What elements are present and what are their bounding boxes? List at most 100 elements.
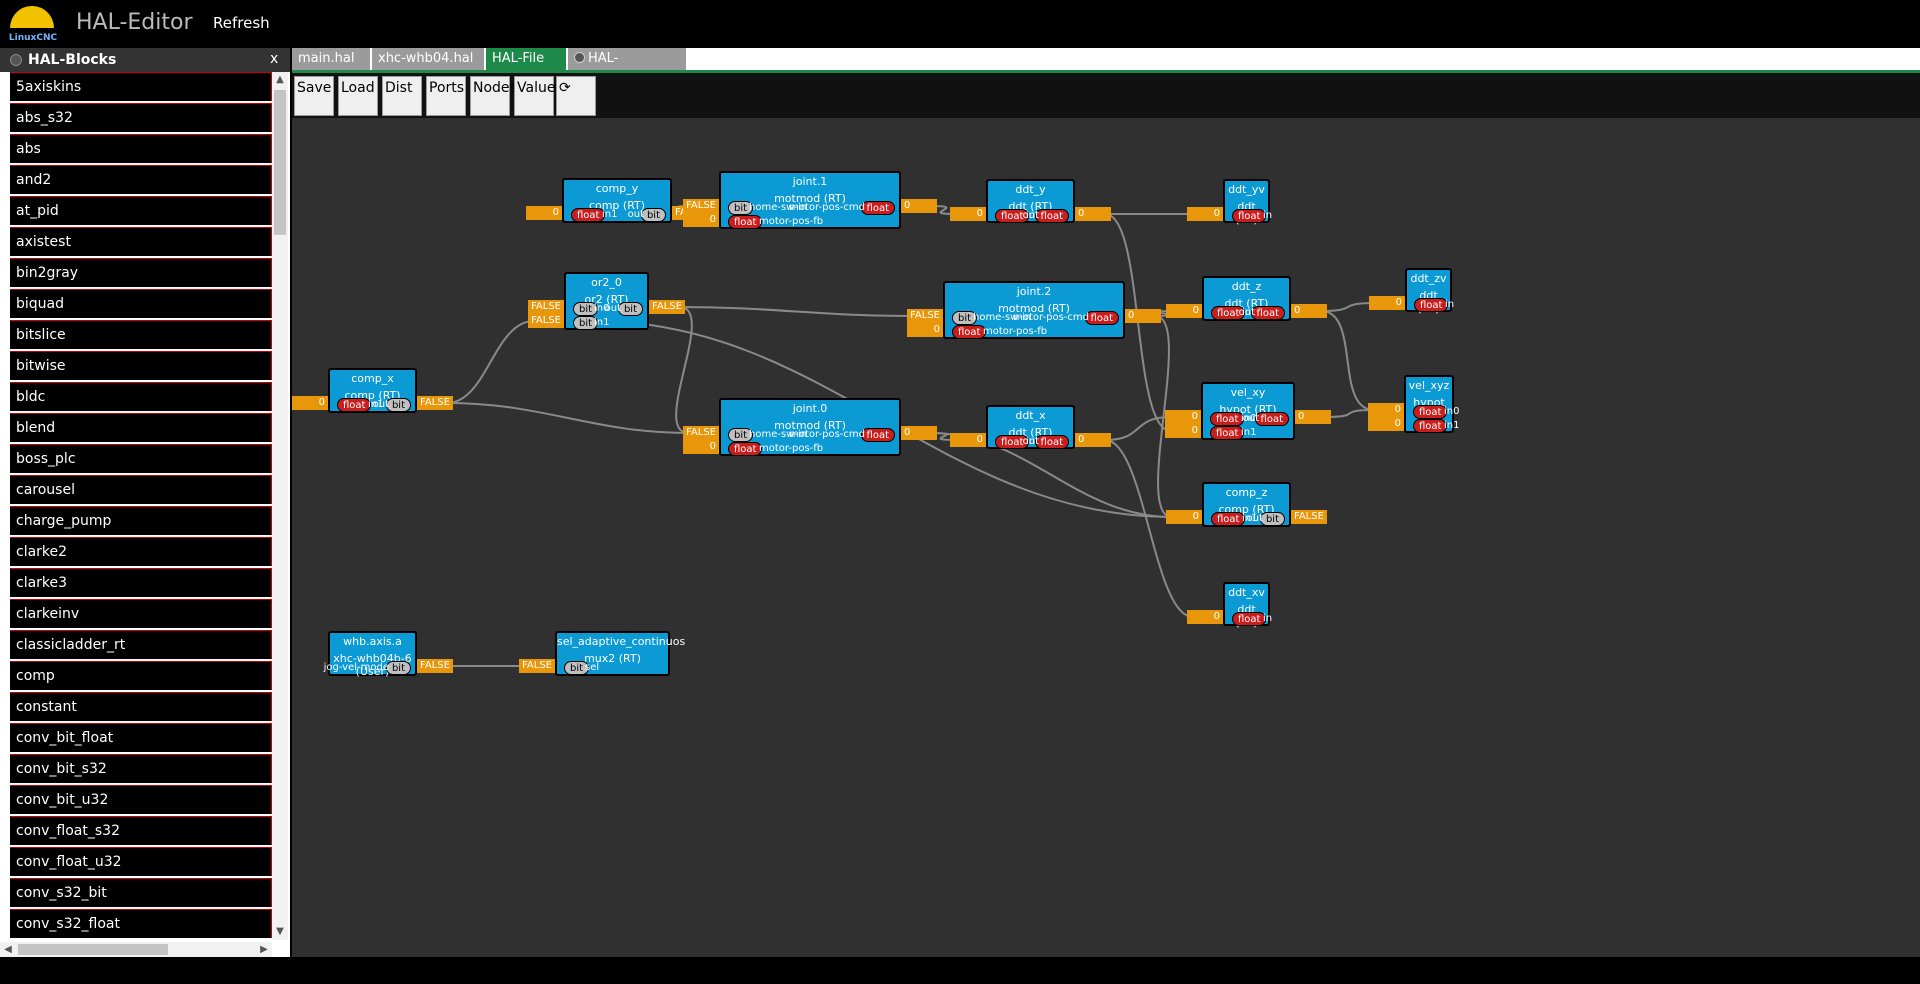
output-pin-float[interactable]: float [860, 201, 895, 215]
input-value[interactable]: 0 [683, 440, 719, 454]
signal-wire[interactable] [675, 306, 693, 434]
tab-hal-file[interactable]: HAL-File [486, 48, 566, 70]
block-item[interactable]: bin2gray [10, 258, 272, 287]
block-item[interactable]: conv_s32_float [10, 909, 272, 938]
block-item[interactable]: bldc [10, 382, 272, 411]
output-value[interactable]: 0 [1075, 207, 1111, 221]
block-item[interactable]: comp [10, 661, 272, 690]
input-pin-float[interactable]: float [1211, 306, 1246, 320]
block-item[interactable]: conv_bit_s32 [10, 754, 272, 783]
block-item[interactable]: constant [10, 692, 272, 721]
output-pin-bit[interactable]: bit [617, 302, 643, 316]
output-pin-bit[interactable]: bit [1259, 512, 1285, 526]
input-pin-float[interactable]: float [1210, 426, 1245, 440]
output-value[interactable]: FALSE [1291, 510, 1327, 524]
input-value[interactable]: 0 [1368, 403, 1404, 417]
input-value[interactable]: 0 [1187, 207, 1223, 221]
signal-wire[interactable] [446, 320, 535, 404]
redraw-button[interactable]: ⟳ [556, 76, 596, 116]
scrollbar-thumb[interactable] [274, 90, 286, 235]
signal-wire[interactable] [1104, 439, 1194, 618]
input-value[interactable]: 0 [1165, 410, 1201, 424]
output-value[interactable]: FALSE [417, 659, 453, 673]
output-pin-float[interactable]: float [1254, 412, 1289, 426]
block-item[interactable]: boss_plc [10, 444, 272, 473]
nodes-button[interactable]: Nodes [470, 76, 517, 116]
input-pin-float[interactable]: float [1210, 412, 1245, 426]
input-pin-float[interactable]: float [337, 398, 372, 412]
input-pin-bit[interactable]: bit [952, 311, 978, 325]
input-pin-float[interactable]: float [1232, 209, 1267, 223]
output-value[interactable]: 0 [1295, 410, 1331, 424]
input-pin-float[interactable]: float [952, 325, 987, 339]
output-value[interactable]: FALSE [649, 300, 685, 314]
input-value[interactable]: 0 [907, 323, 943, 337]
input-value[interactable]: 0 [683, 213, 719, 227]
signal-wire[interactable] [678, 306, 914, 317]
block-item[interactable]: blend [10, 413, 272, 442]
signal-wire[interactable] [1154, 310, 1173, 317]
output-pin-float[interactable]: float [1034, 435, 1069, 449]
block-item[interactable]: bitslice [10, 320, 272, 349]
input-value[interactable]: 0 [1368, 417, 1404, 431]
scroll-up-icon[interactable]: ▲ [276, 74, 284, 85]
output-value[interactable]: FALSE [417, 396, 453, 410]
scroll-right-icon[interactable]: ▶ [260, 944, 268, 955]
load-button[interactable]: Load [338, 76, 378, 116]
signal-wire[interactable] [446, 402, 690, 434]
input-pin-float[interactable]: float [728, 215, 763, 229]
block-item[interactable]: abs [10, 134, 272, 163]
input-pin-float[interactable]: float [1414, 298, 1449, 312]
output-value[interactable]: 0 [901, 199, 937, 213]
block-item[interactable]: and2 [10, 165, 272, 194]
block-item[interactable]: classicladder_rt [10, 630, 272, 659]
output-pin-bit[interactable]: bit [640, 208, 666, 222]
input-value[interactable]: FALSE [683, 199, 719, 213]
input-value[interactable]: 0 [950, 433, 986, 447]
output-pin-float[interactable]: float [1034, 209, 1069, 223]
input-value[interactable]: FALSE [519, 659, 555, 673]
save-button[interactable]: Save [294, 76, 334, 116]
input-pin-bit[interactable]: bit [564, 661, 590, 675]
output-value[interactable]: 0 [1291, 304, 1327, 318]
block-item[interactable]: biquad [10, 289, 272, 318]
signal-wire[interactable] [930, 205, 957, 215]
input-value[interactable]: 0 [950, 207, 986, 221]
input-pin-float[interactable]: float [728, 442, 763, 456]
input-pin-float[interactable]: float [1211, 512, 1246, 526]
input-value[interactable]: FALSE [683, 426, 719, 440]
input-value[interactable]: FALSE [528, 314, 564, 328]
block-item[interactable]: bitwise [10, 351, 272, 380]
input-pin-float[interactable]: float [571, 208, 606, 222]
dist-button[interactable]: Dist [382, 76, 422, 116]
block-item[interactable]: abs_s32 [10, 103, 272, 132]
horizontal-scrollbar[interactable]: ◀ ▶ [0, 942, 272, 957]
input-pin-bit[interactable]: bit [573, 302, 599, 316]
input-value[interactable]: 0 [292, 396, 328, 410]
signal-wire[interactable] [1104, 416, 1172, 441]
block-item[interactable]: carousel [10, 475, 272, 504]
block-item[interactable]: conv_float_u32 [10, 847, 272, 876]
output-value[interactable]: 0 [1125, 309, 1161, 323]
output-value[interactable]: 0 [901, 426, 937, 440]
values-button[interactable]: Values [514, 76, 563, 116]
input-pin-float[interactable]: float [1413, 405, 1448, 419]
input-pin-bit[interactable]: bit [573, 316, 599, 330]
block-item[interactable]: 5axiskins [10, 72, 272, 101]
block-item[interactable]: conv_float_s32 [10, 816, 272, 845]
hal-canvas[interactable]: Save Load Dist Ports Nodes Values ⟳ 0FAL… [292, 73, 1920, 957]
block-item[interactable]: conv_s32_bit [10, 878, 272, 907]
block-item[interactable]: at_pid [10, 196, 272, 225]
